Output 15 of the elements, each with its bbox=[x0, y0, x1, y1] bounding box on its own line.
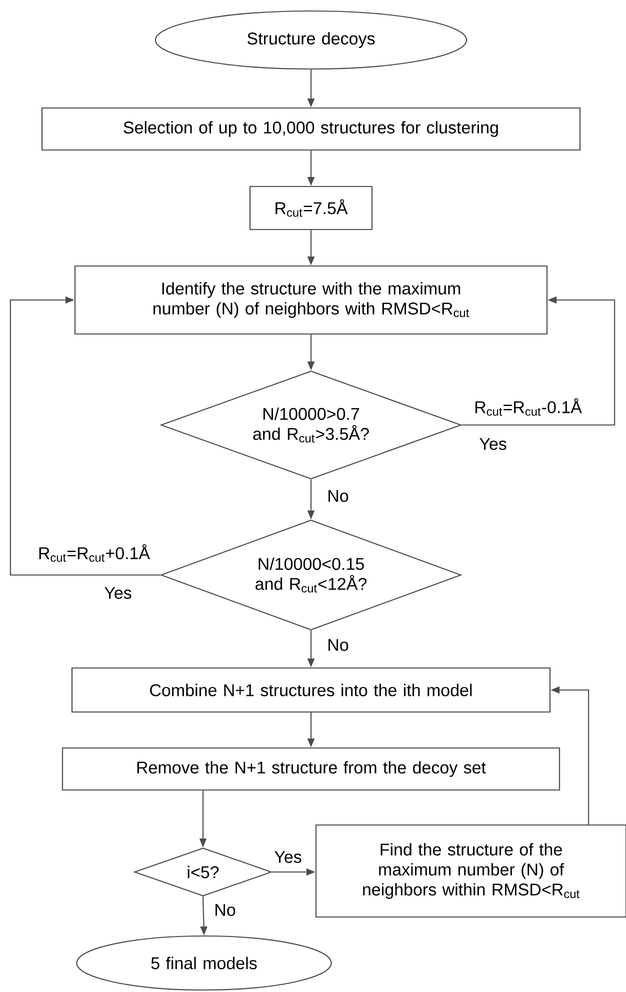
process-box: Identify the structure with the maximum number (N) of neighbors with RMSD<R$_{cut}$ bbox=[74, 265, 548, 335]
edge-label: No bbox=[326, 489, 350, 503]
edge-label: No bbox=[213, 903, 237, 917]
edge-label: No bbox=[326, 638, 350, 652]
edge-label: Yes bbox=[103, 586, 133, 600]
process-box: Combine N+1 structures into the ith model bbox=[71, 667, 551, 713]
formula-label: R$_{cut}$=R$_{cut}$+0.1Å bbox=[36, 543, 152, 563]
formula-label: R$_{cut}$=R$_{cut}$-0.1Å bbox=[473, 397, 583, 417]
arrow bbox=[10, 296, 160, 576]
process-box: Selection of up to 10,000 structures for clustering bbox=[41, 107, 581, 151]
edge-label: Yes bbox=[478, 437, 508, 451]
process-box: R$_{cut}$=7.5Å bbox=[249, 186, 373, 230]
edge-label: Yes bbox=[273, 850, 303, 864]
process-box: Remove the N+1 structure from the decoy set bbox=[62, 747, 560, 791]
process-box: Find the structure of the maximum number (N) of neighbors within RMSD<R$_{cut}$ bbox=[315, 824, 626, 918]
